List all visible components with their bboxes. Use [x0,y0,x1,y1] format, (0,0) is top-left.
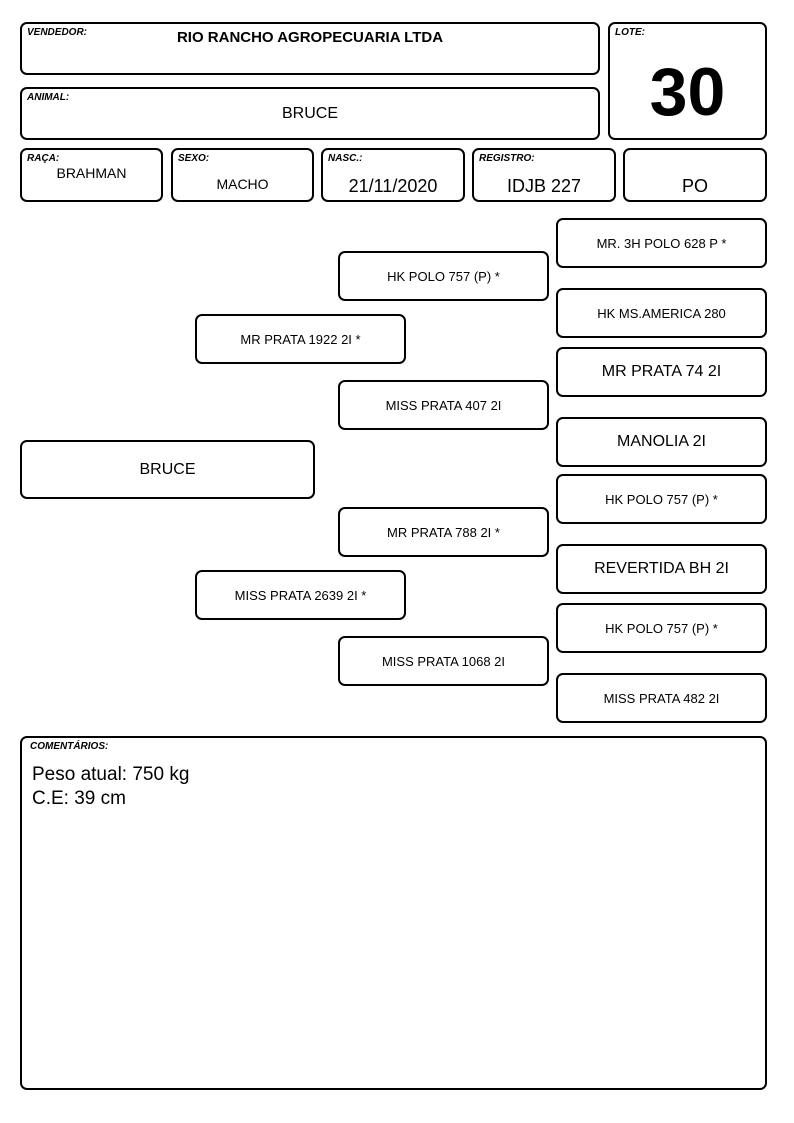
nasc-box: NASC.: 21/11/2020 [321,148,465,202]
raca-box: RAÇA: BRAHMAN [20,148,163,202]
pedigree-gg-7: HK POLO 757 (P) * [556,603,767,653]
sexo-box: SEXO: MACHO [171,148,314,202]
comments-text: Peso atual: 750 kg C.E: 39 cm [32,763,189,811]
lote-value: 30 [649,54,726,130]
pedigree-gg-3: MR PRATA 74 2I [556,347,767,397]
lote-label: LOTE: [615,27,645,38]
comments-box: COMENTÁRIOS: Peso atual: 750 kg C.E: 39 … [20,736,767,1090]
pedigree-gg-4: MANOLIA 2I [556,417,767,467]
pedigree-gg-8: MISS PRATA 482 2I [556,673,767,723]
animal-box: ANIMAL: BRUCE [20,87,600,140]
pedigree-gg-1: MR. 3H POLO 628 P * [556,218,767,268]
sexo-value: MACHO [216,176,269,192]
lote-box: LOTE: 30 [608,22,767,140]
pedigree-sire-sire: HK POLO 757 (P) * [338,251,549,301]
pedigree-sire: MR PRATA 1922 2I * [195,314,406,364]
pedigree-dam-dam: MISS PRATA 1068 2I [338,636,549,686]
nasc-value: 21/11/2020 [348,176,438,196]
registro-value: IDJB 227 [506,176,582,196]
raca-label: RAÇA: [27,153,60,164]
registro-box: REGISTRO: IDJB 227 [472,148,616,202]
vendedor-value: RIO RANCHO AGROPECUARIA LTDA [176,29,444,46]
registro-label: REGISTRO: [479,153,535,164]
nasc-label: NASC.: [328,153,363,164]
raca-value: BRAHMAN [56,165,127,181]
pedigree-dam: MISS PRATA 2639 2I * [195,570,406,620]
sexo-label: SEXO: [178,153,210,164]
pedigree-gg-2: HK MS.AMERICA 280 [556,288,767,338]
comment-line: Peso atual: 750 kg [32,764,190,785]
pedigree-animal: BRUCE [20,440,315,499]
comments-label: COMENTÁRIOS: [30,741,109,752]
comment-line: C.E: 39 cm [32,788,126,809]
vendedor-label: VENDEDOR: [27,27,88,38]
tipo-box: PO [623,148,767,202]
tipo-value: PO [681,176,708,196]
pedigree-sire-dam: MISS PRATA 407 2I [338,380,549,430]
pedigree-dam-sire: MR PRATA 788 2I * [338,507,549,557]
pedigree-gg-6: REVERTIDA BH 2I [556,544,767,594]
vendedor-box: VENDEDOR: RIO RANCHO AGROPECUARIA LTDA [20,22,600,75]
animal-label: ANIMAL: [27,92,70,103]
animal-value: BRUCE [281,105,338,122]
pedigree-gg-5: HK POLO 757 (P) * [556,474,767,524]
